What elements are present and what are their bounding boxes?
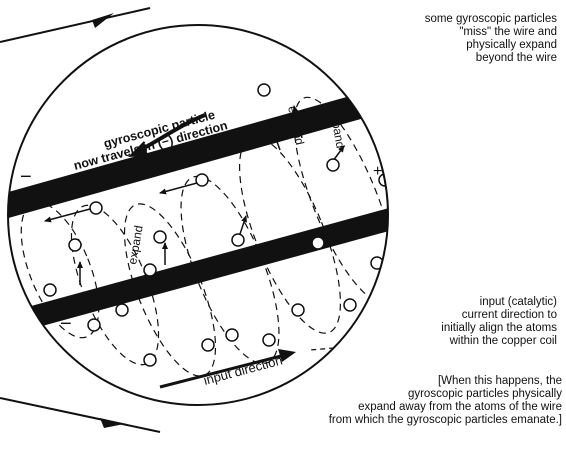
magnified-view: gyroscopic particle now travels in (−) d… (0, 63, 416, 388)
polarity-minus-lower: − (60, 313, 72, 335)
pointer-lines (0, 8, 160, 432)
callout-input-line: current direction to (357, 309, 557, 322)
callout-input-line: input (catalytic) (357, 296, 557, 309)
callout-input-line: within the copper coil (357, 335, 557, 348)
callout-bracket-line: from which the gyroscopic particles eman… (202, 414, 562, 427)
callout-bracket: [When this happens, the gyroscopic parti… (202, 375, 562, 427)
callout-miss-line: some gyroscopic particles (337, 13, 557, 26)
callout-bracket-line: gyroscopic particles physically (202, 388, 562, 401)
callout-miss-line: beyond the wire (337, 52, 557, 65)
polarity-plus-top: + (345, 63, 354, 80)
callout-bracket-line: expand away from the atoms of the wire (202, 401, 562, 414)
callout-miss: some gyroscopic particles "miss" the wir… (337, 13, 557, 65)
polarity-minus-upper: − (20, 166, 32, 188)
callout-input-line: initially align the atoms (357, 322, 557, 335)
expand-label-left: expand (125, 224, 146, 265)
pointer-arrow-top (92, 13, 114, 28)
callout-miss-line: physically expand (337, 39, 557, 52)
upper-wire (0, 82, 400, 226)
callout-bracket-line: [When this happens, the (202, 375, 562, 388)
callout-input: input (catalytic) current direction to i… (357, 296, 557, 348)
callout-miss-line: "miss" the wire and (337, 26, 557, 39)
